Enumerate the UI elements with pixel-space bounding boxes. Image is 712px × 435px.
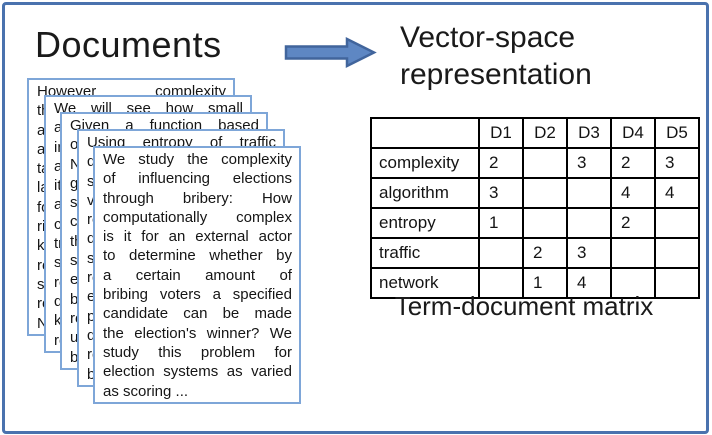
documents-title: Documents — [35, 24, 222, 65]
matrix-value-cell — [478, 267, 524, 299]
vector-space-title-line2: representation — [400, 58, 592, 91]
matrix-value-cell: 3 — [566, 237, 612, 269]
matrix-value-cell: 3 — [566, 147, 612, 179]
vector-space-title: Vector-space representation — [400, 19, 592, 93]
matrix-caption: Term-document matrix — [394, 291, 654, 321]
matrix-value-cell — [610, 267, 656, 299]
matrix-term-cell: traffic — [370, 237, 480, 269]
matrix-term-cell: algorithm — [370, 177, 480, 209]
matrix-value-cell — [654, 267, 700, 299]
matrix-doc-header-cell: D5 — [654, 117, 700, 149]
matrix-value-cell: 4 — [654, 177, 700, 209]
matrix-corner-cell — [370, 117, 480, 149]
matrix-value-cell — [566, 207, 612, 239]
matrix-term-cell: complexity — [370, 147, 480, 179]
matrix-value-cell: 3 — [478, 177, 524, 209]
matrix-value-cell — [522, 147, 568, 179]
matrix-value-cell: 1 — [522, 267, 568, 299]
matrix-value-cell — [654, 207, 700, 239]
document-text-line: as scoring ... — [103, 382, 189, 400]
matrix-value-cell — [654, 237, 700, 269]
matrix-value-cell: 4 — [610, 177, 656, 209]
matrix-doc-header-cell: D1 — [478, 117, 524, 149]
matrix-doc-header-cell: D4 — [610, 117, 656, 149]
matrix-value-cell: 2 — [478, 147, 524, 179]
matrix-value-cell — [522, 177, 568, 209]
matrix-term-cell: network — [370, 267, 480, 299]
matrix-value-cell: 2 — [610, 207, 656, 239]
right-arrow-icon — [284, 36, 377, 69]
vector-space-title-line1: Vector-space — [400, 21, 576, 54]
matrix-value-cell: 2 — [610, 147, 656, 179]
matrix-doc-header-cell: D3 — [566, 117, 612, 149]
matrix-value-cell: 1 — [478, 207, 524, 239]
matrix-value-cell — [522, 207, 568, 239]
matrix-value-cell — [566, 177, 612, 209]
matrix-term-cell: entropy — [370, 207, 480, 239]
matrix-doc-header-cell: D2 — [522, 117, 568, 149]
matrix-value-cell — [478, 237, 524, 269]
matrix-value-cell — [610, 237, 656, 269]
matrix-value-cell: 3 — [654, 147, 700, 179]
matrix-value-cell: 2 — [522, 237, 568, 269]
matrix-value-cell: 4 — [566, 267, 612, 299]
